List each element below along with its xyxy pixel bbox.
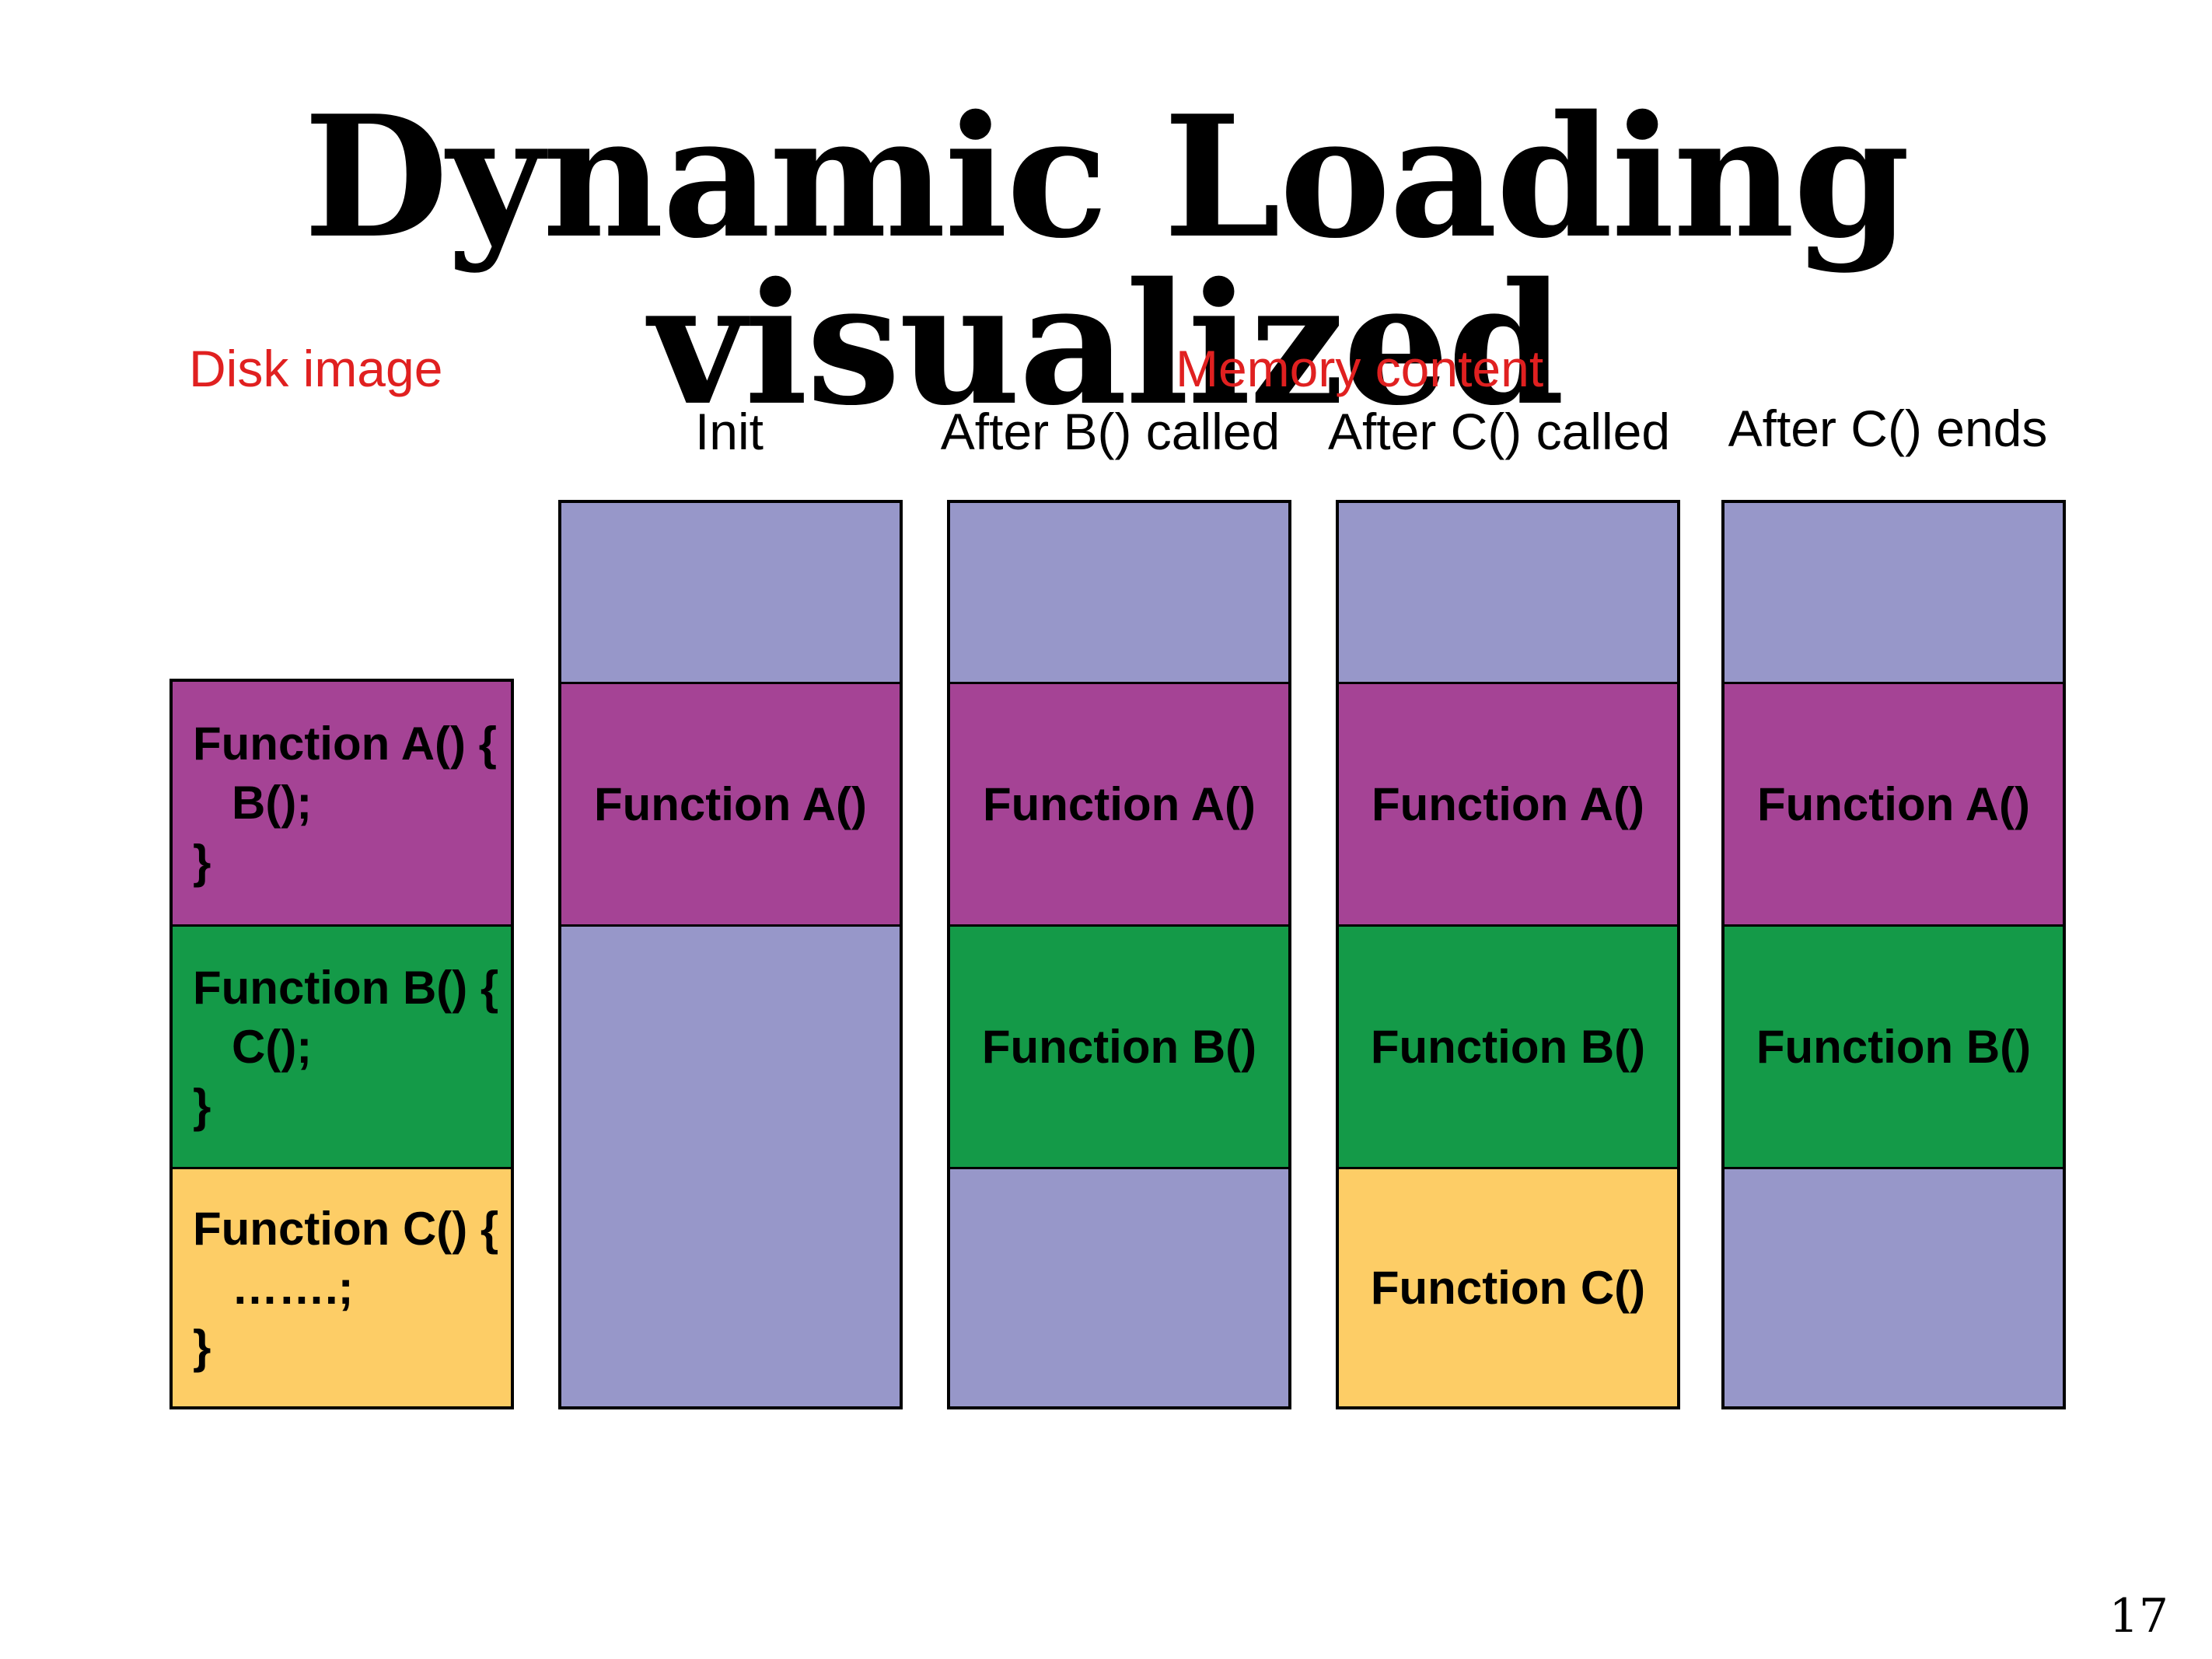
code-line: Function B() { [193,961,499,1014]
column-label-after-c-ends: After C() ends [1728,400,2048,457]
page-number: 17 [2109,1589,2168,1643]
memory-block-function-b: Function B() [950,924,1288,1167]
memory-block-empty [950,1167,1288,1406]
memory-block-empty [1725,503,2063,682]
memory-column-after-c-called: Function A() Function B() Function C() [1336,500,1680,1409]
disk-block-function-c: Function C() { …….; } [173,1167,511,1406]
memory-block-function-c: Function C() [1339,1167,1677,1406]
memory-block-empty [561,503,900,682]
column-label-after-b-called: After B() called [940,403,1281,460]
memory-block-function-b: Function B() [1339,924,1677,1167]
code-line: } [193,1079,211,1132]
memory-block-function-a: Function A() [1339,682,1677,924]
column-label-after-c-called: After C() called [1327,403,1671,460]
memory-content-label: Memory content [1176,340,1544,397]
memory-block-function-a: Function A() [1725,682,2063,924]
memory-column-init: Function A() [558,500,903,1409]
disk-block-function-a: Function A() { B(); } [173,682,511,924]
code-line: C(); [193,1020,313,1073]
memory-block-empty [1339,503,1677,682]
slide-title: Dynamic Loading visualized [303,79,1910,442]
code-line: Function C() { [193,1202,499,1255]
disk-block-function-b: Function B() { C(); } [173,924,511,1167]
code-line: B(); [193,777,313,829]
memory-block-function-a: Function A() [561,682,900,924]
column-label-init: Init [694,403,764,460]
memory-block-empty [561,924,900,1406]
memory-block-function-b: Function B() [1725,924,2063,1167]
memory-column-after-b-called: Function A() Function B() [947,500,1291,1409]
memory-block-empty [950,503,1288,682]
memory-column-after-c-ends: Function A() Function B() [1721,500,2066,1409]
memory-block-function-a: Function A() [950,682,1288,924]
code-line: …….; [193,1261,354,1314]
code-line: Function A() { [193,718,498,770]
disk-image-label: Disk image [189,340,443,397]
disk-image-column: Function A() { B(); } Function B() { C()… [169,679,514,1409]
code-line: } [193,1320,211,1373]
code-line: } [193,836,211,888]
memory-block-empty [1725,1167,2063,1406]
